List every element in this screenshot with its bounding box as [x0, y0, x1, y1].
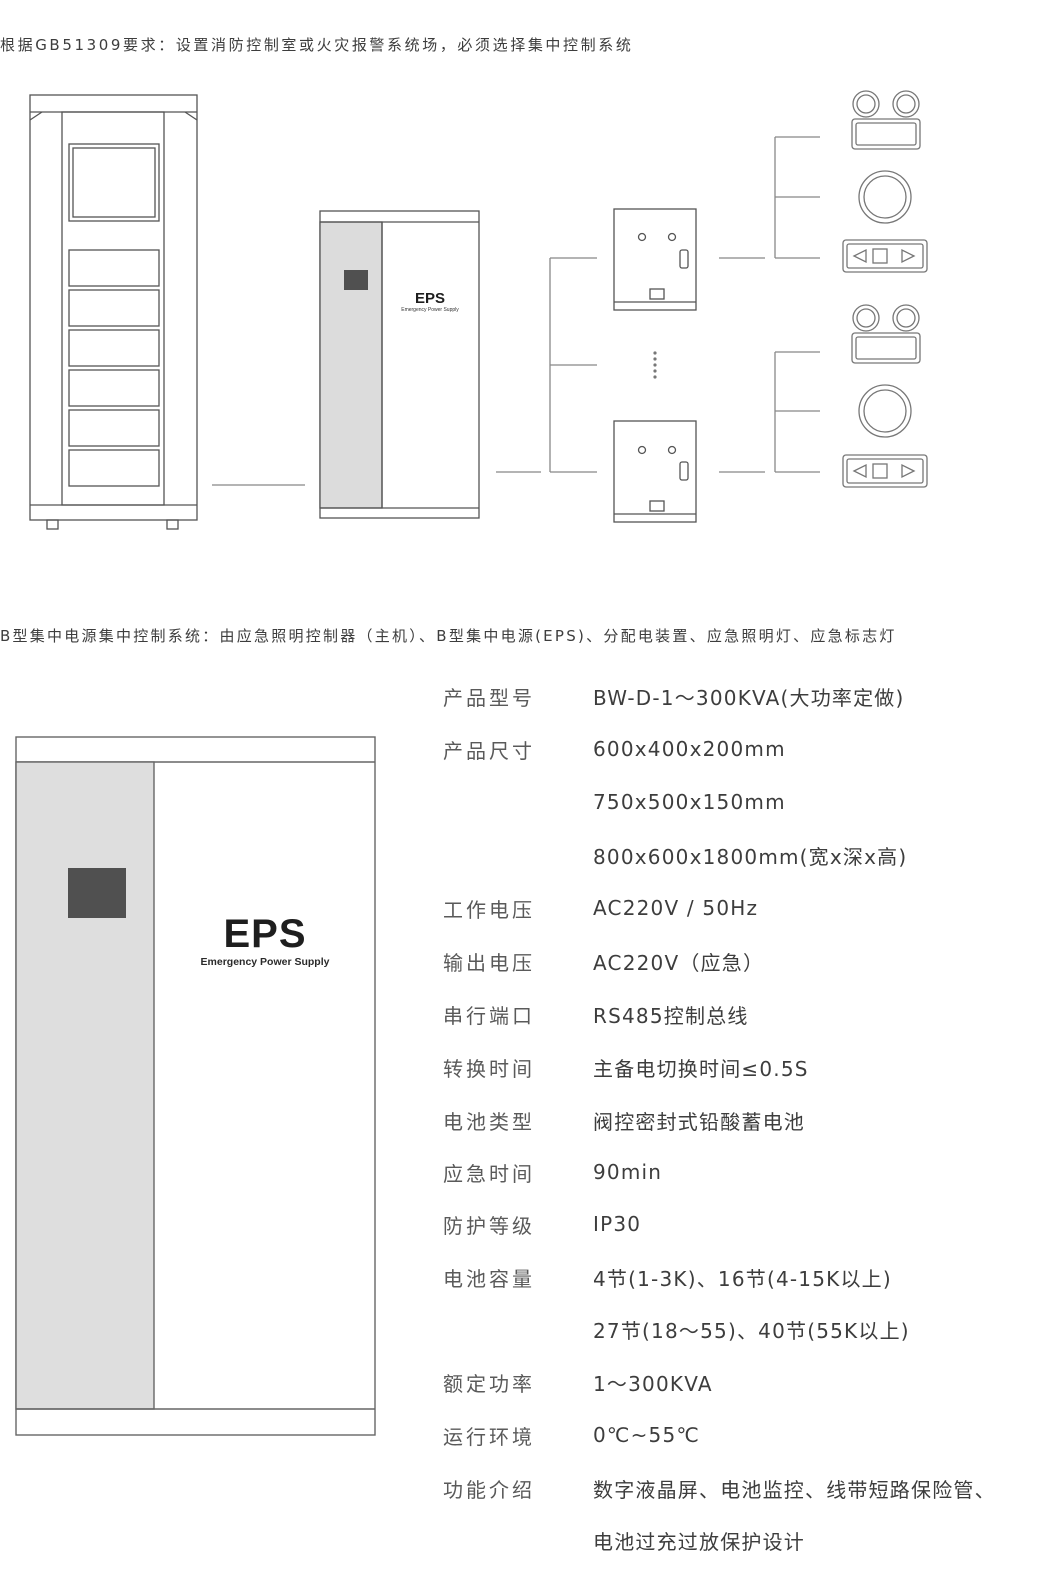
spec-value: 27节(18～55)、40节(55K以上) [593, 1318, 910, 1343]
round-emergency-light-icon [858, 384, 912, 438]
spec-label: 额定功率 [443, 1371, 535, 1396]
spec-row: 产品型号 BW-D-1～300KVA(大功率定做) [443, 676, 905, 716]
spec-row: 功能介绍 数字液晶屏、电池监控、线带短路保险管、 [443, 1468, 996, 1508]
spec-value: 750x500x150mm [593, 790, 786, 814]
spec-row: 产品尺寸 600x400x200mm [443, 729, 786, 769]
spec-row: 电池类型 阀控密封式铅酸蓄电池 [443, 1100, 805, 1140]
spec-row: 800x600x1800mm(宽x深x高) [443, 835, 907, 875]
spec-value: 90min [593, 1160, 663, 1184]
spec-value: 800x600x1800mm(宽x深x高) [593, 844, 908, 869]
spec-value: 主备电切换时间≤0.5S [593, 1056, 809, 1081]
spec-row: 电池容量 4节(1-3K)、16节(4-15K以上) [443, 1257, 892, 1297]
spec-label: 运行环境 [443, 1424, 535, 1449]
system-caption: B型集中电源集中控制系统：由应急照明控制器（主机）、B型集中电源(EPS)、分配… [0, 627, 897, 645]
spec-row: 电池过充过放保护设计 [443, 1520, 805, 1560]
distribution-box-icon [613, 420, 697, 523]
eps-logo-subtitle-small: Emergency Power Supply [401, 307, 459, 313]
eps-logo-title: EPS [223, 912, 307, 956]
spec-value: 0℃~55℃ [593, 1423, 701, 1447]
controller-cabinet-icon [29, 94, 198, 530]
spec-label: 防护等级 [443, 1213, 535, 1238]
spec-value: RS485控制总线 [593, 1003, 749, 1028]
spec-label: 电池类型 [443, 1109, 535, 1134]
spec-label: 转换时间 [443, 1056, 535, 1081]
eps-logo-subtitle: Emergency Power Supply [200, 956, 330, 968]
spec-label: 应急时间 [443, 1161, 535, 1186]
spec-row: 应急时间 90min [443, 1152, 662, 1192]
spec-value: AC220V（应急） [593, 950, 765, 975]
spec-row: 运行环境 0℃~55℃ [443, 1415, 700, 1455]
distribution-box-icon [613, 208, 697, 311]
spec-label: 产品尺寸 [443, 738, 535, 763]
spec-value: 4节(1-3K)、16节(4-15K以上) [593, 1266, 892, 1291]
eps-cabinet-large-icon [15, 736, 376, 1436]
exit-sign-icon [842, 239, 928, 273]
spec-value: IP30 [593, 1212, 642, 1236]
twin-head-emergency-light-icon [851, 90, 921, 150]
exit-sign-icon [842, 454, 928, 488]
header-caption: 根据GB51309要求：设置消防控制室或火灾报警系统场，必须选择集中控制系统 [0, 36, 634, 54]
eps-cabinet-icon [319, 210, 480, 519]
twin-head-emergency-light-icon [851, 304, 921, 364]
spec-row: 27节(18～55)、40节(55K以上) [443, 1309, 910, 1349]
spec-label: 输出电压 [443, 950, 535, 975]
spec-row: 转换时间 主备电切换时间≤0.5S [443, 1047, 809, 1087]
spec-row: 防护等级 IP30 [443, 1204, 641, 1244]
spec-value: 数字液晶屏、电池监控、线带短路保险管、 [593, 1477, 996, 1502]
spec-row: 工作电压 AC220V / 50Hz [443, 888, 758, 928]
spec-label: 产品型号 [443, 685, 535, 710]
spec-row: 额定功率 1～300KVA [443, 1362, 713, 1402]
spec-value: BW-D-1～300KVA(大功率定做) [593, 685, 905, 710]
spec-row: 串行端口 RS485控制总线 [443, 994, 749, 1034]
eps-logo-title-small: EPS [414, 290, 445, 307]
spec-value: 1～300KVA [593, 1371, 713, 1396]
spec-value: 600x400x200mm [593, 737, 786, 761]
round-emergency-light-icon [858, 170, 912, 224]
spec-value: AC220V / 50Hz [593, 896, 759, 920]
spec-label: 功能介绍 [443, 1477, 535, 1502]
spec-label: 工作电压 [443, 897, 535, 922]
spec-label: 串行端口 [443, 1003, 535, 1028]
spec-value: 电池过充过放保护设计 [593, 1529, 805, 1554]
spec-label: 电池容量 [443, 1266, 535, 1291]
spec-value: 阀控密封式铅酸蓄电池 [593, 1109, 805, 1134]
spec-row: 750x500x150mm [443, 782, 786, 822]
spec-row: 输出电压 AC220V（应急） [443, 941, 764, 981]
